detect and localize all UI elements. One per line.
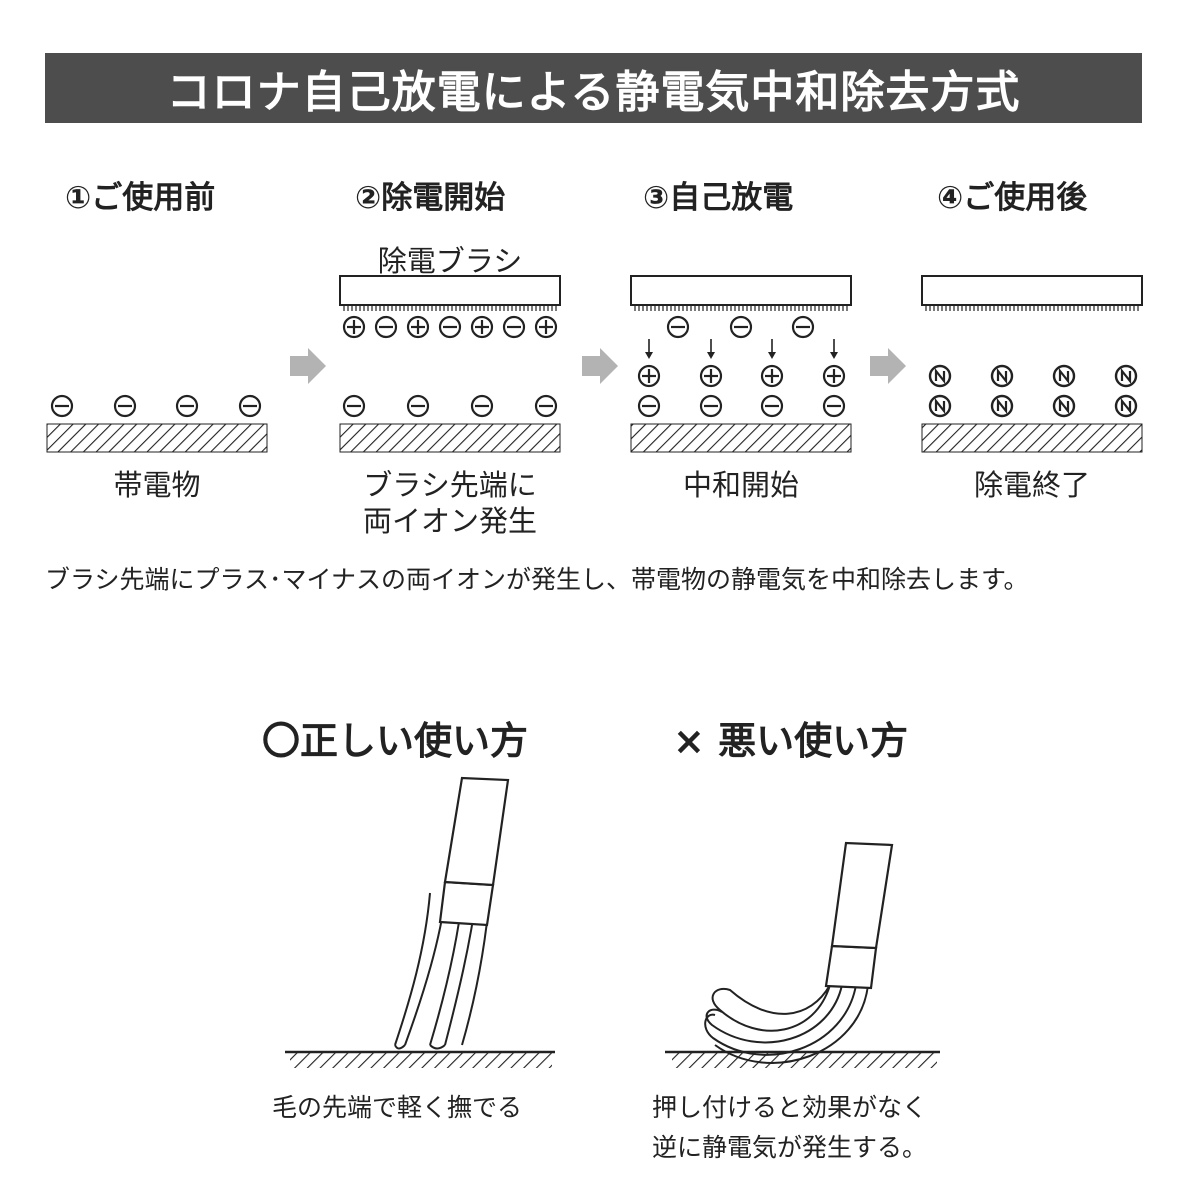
charged-object-4	[921, 423, 1143, 453]
correct-usage-title: 〇正しい使い方	[262, 719, 529, 763]
wrong-usage-caption-line1: 押し付けると効果がなく	[652, 1093, 928, 1122]
minus-ion-icon	[50, 394, 74, 418]
minus-ion-icon	[342, 394, 366, 418]
next-arrow-icon	[582, 348, 618, 384]
minus-ion-icon	[760, 394, 784, 418]
brush-handle-correct	[443, 776, 510, 887]
minus-ion-icon	[113, 394, 137, 418]
brush-handle-wrong	[830, 841, 894, 950]
next-arrow-icon	[290, 348, 326, 384]
step-4-caption: 除電終了	[973, 468, 1090, 502]
minus-ion-icon	[238, 394, 262, 418]
step-3-caption: 中和開始	[682, 468, 799, 502]
surface-correct	[290, 1052, 552, 1068]
plus-ion-icon	[534, 315, 558, 339]
minus-ion-icon	[822, 394, 846, 418]
plus-ion-icon	[637, 364, 661, 388]
charged-object-1	[46, 423, 268, 453]
brush-head-3	[630, 275, 852, 306]
neutral-ion-icon	[990, 394, 1014, 418]
brush-ferrule-correct	[438, 880, 495, 927]
step-2-caption-line2: 両イオン発生	[362, 504, 537, 538]
neutral-ion-icon	[1052, 394, 1076, 418]
down-arrow-icon	[767, 338, 777, 360]
charged-object-3	[630, 423, 852, 453]
minus-ion-icon	[534, 394, 558, 418]
step-3-down-arrows	[644, 338, 839, 360]
step-3-plus-ions	[637, 364, 846, 388]
step-1-title: ①ご使用前	[65, 180, 216, 216]
brush-bristles-3	[634, 305, 848, 311]
correct-usage-illustration	[285, 776, 555, 1068]
neutral-ion-icon	[1114, 364, 1138, 388]
neutral-ion-icon	[1052, 364, 1076, 388]
surface-wrong	[672, 1052, 937, 1068]
step-3-title: ③自己放電	[643, 180, 794, 216]
down-arrow-icon	[829, 338, 839, 360]
explanation-text: ブラシ先端にプラス･マイナスの両イオンが発生し、帯電物の静電気を中和除去します。	[45, 565, 1029, 594]
step-3-minus-ions	[637, 394, 846, 418]
step-1-ions	[50, 394, 262, 418]
wrong-usage-title: × 悪い使い方	[673, 719, 909, 763]
brush-head-4	[921, 275, 1143, 306]
minus-ion-icon	[470, 394, 494, 418]
next-arrow-icon	[870, 348, 906, 384]
neutral-ion-icon	[990, 364, 1014, 388]
plus-ion-icon	[699, 364, 723, 388]
minus-ion-icon	[374, 315, 398, 339]
step-4-neutral-ions	[928, 364, 1138, 418]
brush-ferrule-wrong	[824, 944, 878, 990]
minus-ion-icon	[502, 315, 526, 339]
plus-ion-icon	[470, 315, 494, 339]
wrong-usage-caption-line2: 逆に静電気が発生する。	[652, 1133, 928, 1162]
step-4-title: ④ご使用後	[937, 180, 1088, 216]
step-2-ions	[342, 394, 558, 418]
step-3-brush-ions	[666, 315, 815, 339]
brush-bristles-2	[343, 305, 557, 311]
charged-object-2	[339, 423, 561, 453]
step-1-caption: 帯電物	[113, 468, 201, 502]
plus-ion-icon	[406, 315, 430, 339]
minus-ion-icon	[699, 394, 723, 418]
neutral-ion-icon	[1114, 394, 1138, 418]
neutral-ion-icon	[928, 364, 952, 388]
step-2-caption-line1: ブラシ先端に	[363, 468, 537, 502]
down-arrow-icon	[644, 338, 654, 360]
wrong-usage-illustration	[665, 841, 940, 1068]
down-arrow-icon	[706, 338, 716, 360]
step-2-title: ②除電開始	[355, 180, 506, 216]
minus-ion-icon	[729, 315, 753, 339]
neutral-ion-icon	[928, 394, 952, 418]
brush-head-2	[339, 275, 561, 306]
minus-ion-icon	[791, 315, 815, 339]
minus-ion-icon	[175, 394, 199, 418]
plus-ion-icon	[822, 364, 846, 388]
minus-ion-icon	[637, 394, 661, 418]
step-2-brush-ions	[342, 315, 558, 339]
minus-ion-icon	[438, 315, 462, 339]
minus-ion-icon	[406, 394, 430, 418]
plus-ion-icon	[342, 315, 366, 339]
brush-bristles-4	[925, 305, 1139, 311]
minus-ion-icon	[666, 315, 690, 339]
page-title: コロナ自己放電による静電気中和除去方式	[45, 53, 1142, 123]
plus-ion-icon	[760, 364, 784, 388]
brush-label: 除電ブラシ	[377, 244, 523, 278]
correct-usage-caption: 毛の先端で軽く撫でる	[272, 1093, 523, 1122]
